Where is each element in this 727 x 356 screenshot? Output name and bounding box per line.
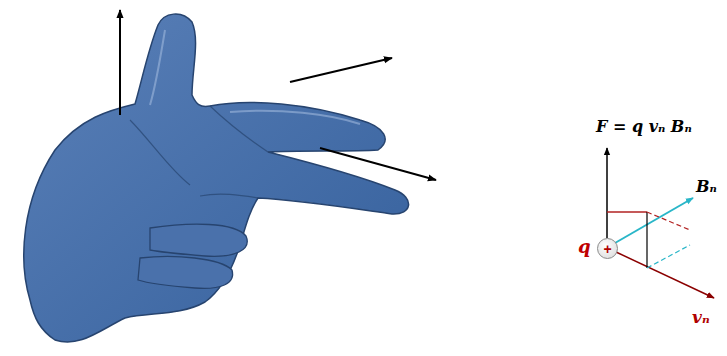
knuckle-line	[130, 106, 268, 198]
curled-finger	[150, 224, 247, 256]
force-vector	[606, 148, 608, 238]
charge-label: q	[578, 237, 591, 257]
hand	[24, 14, 409, 342]
force-formula: F = q vₙ Bₙ	[596, 118, 692, 136]
field-label: Bₙ	[696, 178, 717, 196]
charge-circle: +	[597, 238, 618, 259]
construction-line	[647, 212, 690, 230]
b-vector	[615, 198, 693, 243]
construction-line	[647, 245, 690, 268]
hand-highlight	[150, 30, 360, 124]
thumb-arrow	[119, 10, 121, 115]
velocity-label: vₙ	[692, 308, 710, 327]
curled-finger	[138, 257, 233, 289]
construction-line	[646, 212, 647, 268]
construction-line	[607, 211, 647, 212]
middle-arrow	[320, 148, 436, 180]
charge-sign: +	[603, 242, 611, 256]
index-arrow	[290, 58, 392, 82]
